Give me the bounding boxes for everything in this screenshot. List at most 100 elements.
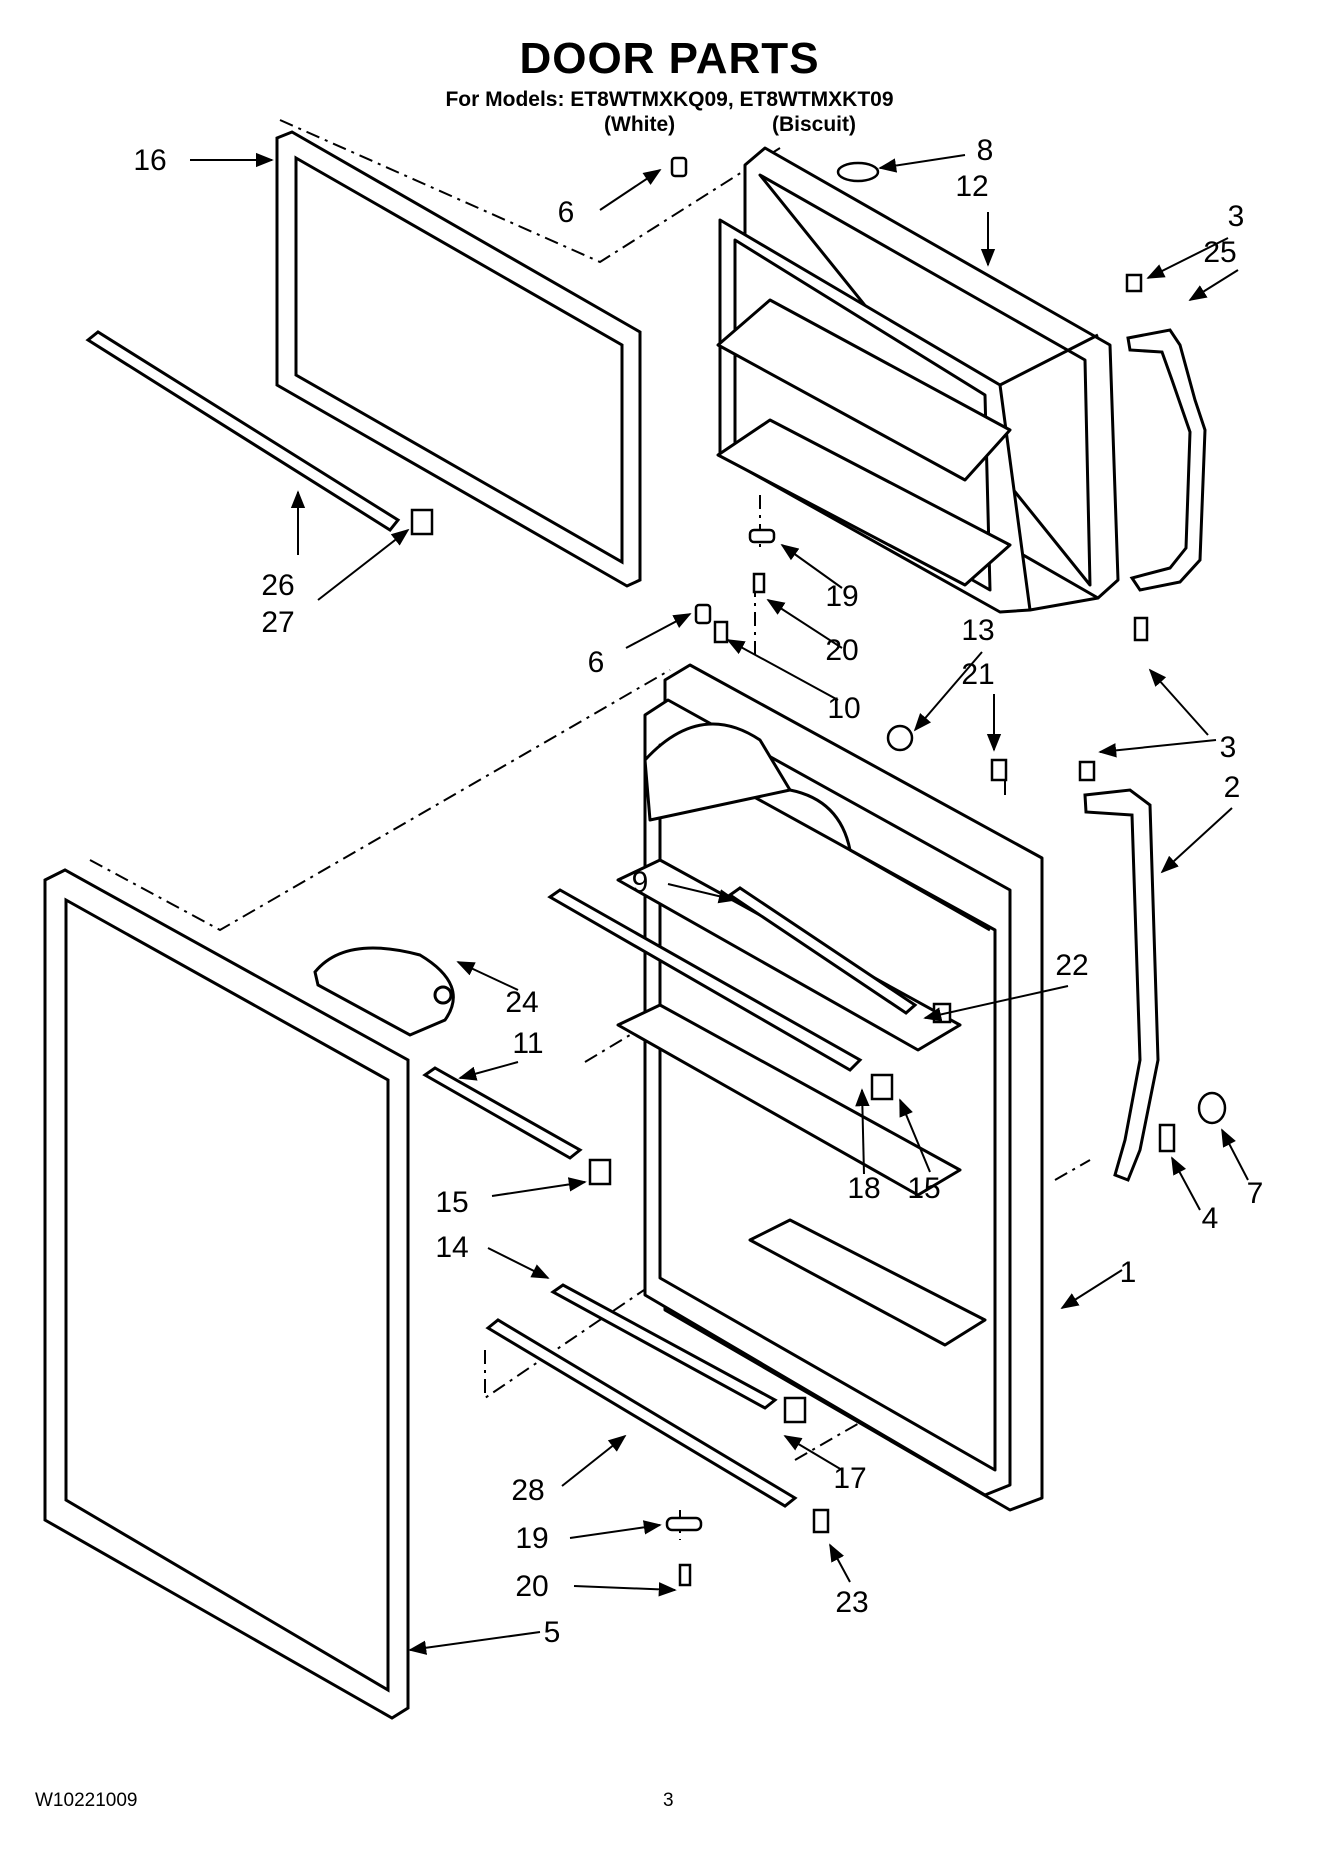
callout-label-c14: 14 (435, 1231, 468, 1264)
callout-label-c24: 24 (505, 986, 538, 1019)
leader-arrow-c3a-0 (1146, 237, 1229, 279)
leader-arrow-c10-0 (726, 639, 839, 701)
variant-white: (White) (604, 113, 676, 136)
hinge-bushing-upper (748, 528, 776, 544)
callout-label-c6a: 6 (558, 196, 575, 229)
callout-label-c8: 8 (977, 134, 994, 167)
door-stop (886, 724, 914, 752)
leader-arrow-c8-0 (878, 154, 966, 173)
models-line: For Models: ET8WTMXKQ09, ET8WTMXKT09 (445, 88, 894, 111)
leader-arrow-c6a-0 (599, 169, 662, 211)
hinge-bushing-lower (665, 1516, 703, 1532)
door-shelf-trims (85, 330, 918, 1508)
callout-label-c27: 27 (261, 606, 294, 639)
callout-label-c5: 5 (544, 1616, 561, 1649)
callout-label-c13: 13 (961, 614, 994, 647)
leader-arrow-c9-0 (667, 883, 737, 904)
handle-screw (1133, 616, 1149, 642)
leader-arrow-c19b-0 (569, 1520, 662, 1539)
callout-label-c19b: 19 (515, 1522, 548, 1555)
leader-arrow-c3b-1 (1098, 739, 1217, 758)
page-title: DOOR PARTS (519, 34, 820, 83)
variant-biscuit: (Biscuit) (772, 113, 856, 136)
leader-arrow-c13-0 (913, 651, 983, 732)
hinge-screw-lower (678, 1563, 692, 1587)
callout-label-c20a: 20 (825, 634, 858, 667)
callout-label-c6b: 6 (588, 646, 605, 679)
callout-label-c19a: 19 (825, 580, 858, 613)
fresh-food-door (616, 663, 1044, 1512)
callout-label-c16: 16 (133, 144, 166, 177)
leader-arrow-c22-0 (923, 985, 1069, 1022)
callout-label-c23: 23 (835, 1586, 868, 1619)
door-plug-upper (670, 156, 688, 178)
callout-label-c18: 18 (847, 1172, 880, 1205)
callout-label-c28: 28 (511, 1474, 544, 1507)
lower-trim-clip (783, 1396, 807, 1424)
shelf-trim-clip-left (588, 1158, 612, 1186)
leader-arrow-c17-0 (783, 1435, 843, 1471)
hinge-screw-upper (1125, 273, 1143, 293)
leader-arrow-c4-0 (1171, 1156, 1201, 1211)
freezer-door-handle (1126, 328, 1207, 592)
callout-label-c15b: 15 (907, 1172, 940, 1205)
callout-label-c2: 2 (1224, 771, 1241, 804)
leader-arrow-c20b-0 (573, 1582, 677, 1597)
callout-label-c11: 11 (512, 1027, 543, 1060)
callout-leaders (190, 152, 1249, 1655)
leader-arrow-c11-0 (458, 1061, 519, 1081)
leader-arrow-c14-0 (487, 1247, 550, 1279)
door-plug-lower (694, 603, 712, 625)
leader-arrow-c3b-0 (1148, 668, 1209, 736)
trim-end-cap-upper (410, 508, 434, 536)
callout-label-c26: 26 (261, 569, 294, 602)
handle-screw-lower (1078, 760, 1096, 782)
callout-label-c25: 25 (1203, 236, 1236, 269)
leader-arrow-c6b-0 (625, 613, 692, 649)
leader-arrow-c25-0 (1188, 269, 1239, 301)
fresh-food-door-gasket (43, 868, 410, 1720)
leader-arrow-c18-0 (855, 1088, 870, 1175)
callout-label-c12: 12 (955, 170, 988, 203)
callout-label-c17: 17 (833, 1462, 866, 1495)
shelf-trim-clip (870, 1073, 894, 1101)
callout-label-c20b: 20 (515, 1570, 548, 1603)
screw-cover (1197, 1091, 1227, 1125)
hinge-cover (836, 161, 880, 183)
freezer-door-gasket (275, 130, 642, 588)
page-number: 3 (663, 1790, 674, 1811)
document-number: W10221009 (35, 1790, 138, 1811)
leader-arrow-c20a-0 (766, 599, 843, 649)
callout-label-c7: 7 (1247, 1177, 1264, 1210)
leader-arrow-c7-0 (1221, 1128, 1249, 1181)
hinge-pin (713, 620, 729, 644)
trim-end-cap-lower (812, 1508, 830, 1534)
fresh-food-door-handle (1083, 788, 1160, 1182)
callout-label-c3b: 3 (1220, 731, 1237, 764)
callout-label-c10: 10 (827, 692, 860, 725)
leader-arrow-c15a-0 (491, 1177, 587, 1197)
leader-arrow-c2-0 (1160, 807, 1233, 874)
handle-screw-side (1158, 1123, 1176, 1153)
callout-label-c4: 4 (1202, 1202, 1219, 1235)
hinge-screw-mid (752, 572, 766, 594)
hinge-bushing (990, 758, 1008, 782)
callout-label-c3a: 3 (1228, 200, 1245, 233)
callout-label-c21: 21 (961, 658, 994, 691)
freezer-door (716, 146, 1120, 614)
leader-arrow-c27-0 (317, 528, 410, 601)
leader-arrow-c24-0 (456, 961, 519, 991)
leader-arrow-c28-0 (561, 1434, 627, 1487)
leader-arrow-c5-0 (408, 1631, 541, 1655)
leader-arrow-c19a-0 (780, 543, 843, 589)
leader-arrow-c23-0 (829, 1543, 851, 1583)
leader-arrow-c1-0 (1060, 1269, 1123, 1309)
callout-label-c9: 9 (632, 866, 649, 899)
callout-label-c22: 22 (1055, 949, 1088, 982)
callout-label-c1: 1 (1120, 1256, 1137, 1289)
leader-arrow-c15b-0 (899, 1098, 931, 1173)
callout-label-c15a: 15 (435, 1186, 468, 1219)
